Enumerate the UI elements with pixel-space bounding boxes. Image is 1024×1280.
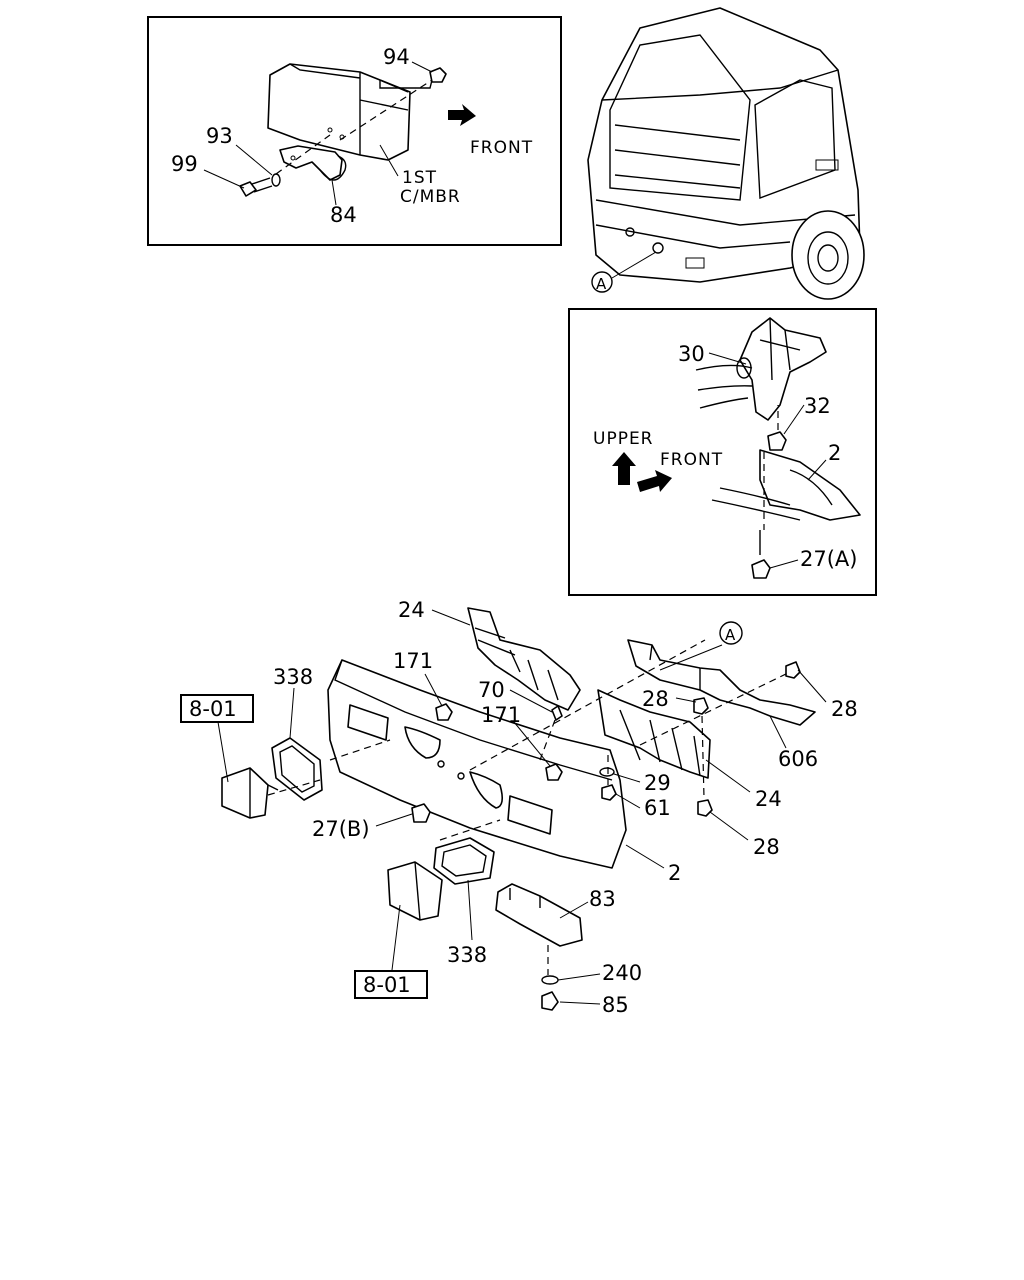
- ref-box-bottom: [354, 970, 428, 999]
- label-85: 85: [602, 993, 629, 1017]
- inset-mounting: 30 32 2 27(A) UPPER FRONT: [568, 308, 877, 596]
- label-94: 94: [383, 45, 410, 69]
- tow-hook-drawing: [279, 145, 347, 181]
- front-label: FRONT: [470, 138, 533, 158]
- lamp-top-drawing: [221, 767, 279, 819]
- cross-member-drawing: [267, 63, 433, 161]
- main-callout: A: [725, 626, 736, 644]
- gasket-338-bottom-drawing: [433, 837, 495, 885]
- label-338-b: 338: [447, 943, 487, 967]
- label-2-main: 2: [668, 861, 681, 885]
- label-27a: 27(A): [800, 547, 857, 571]
- bracket-24-top-drawing: [467, 607, 581, 711]
- label-84: 84: [330, 203, 357, 227]
- member-label-line1: 1ST: [402, 168, 437, 188]
- label-29: 29: [644, 771, 671, 795]
- label-27b: 27(B): [312, 817, 370, 841]
- label-24-b: 24: [755, 787, 782, 811]
- front-arrow-icon: [448, 104, 476, 126]
- inset-tow-hook: 94 93 99 84 FRONT 1ST C/MBR: [147, 16, 562, 246]
- label-61: 61: [644, 796, 671, 820]
- label-30: 30: [678, 342, 705, 366]
- label-606: 606: [778, 747, 818, 771]
- label-28-b: 28: [831, 697, 858, 721]
- lamp-bottom-drawing: [387, 861, 443, 921]
- front-arrow-icon: [637, 470, 672, 492]
- label-28-c: 28: [753, 835, 780, 859]
- bumper-end-drawing: [711, 449, 861, 521]
- label-338-top: 338: [273, 665, 313, 689]
- upper-arrow-icon: [612, 452, 636, 485]
- label-171-b: 171: [481, 703, 521, 727]
- ref-8-01-top: 8-01: [189, 697, 237, 721]
- label-83: 83: [589, 887, 616, 911]
- bumper-2-drawing: [327, 659, 627, 869]
- frame-606-drawing: [627, 639, 816, 726]
- ref-box-top: [180, 694, 254, 723]
- fasteners-drawing: [411, 661, 801, 1011]
- ref-8-01-bottom: 8-01: [363, 973, 411, 997]
- gasket-338-top-drawing: [271, 737, 323, 801]
- callout-circle-main: [719, 621, 743, 645]
- bolt-32-drawing: [767, 431, 787, 451]
- bolt-99-drawing: [239, 173, 281, 197]
- nut-94-drawing: [429, 67, 447, 83]
- label-99: 99: [171, 152, 198, 176]
- bracket-30-drawing: [695, 317, 827, 421]
- label-171-a: 171: [393, 649, 433, 673]
- plate-83-drawing: [495, 883, 583, 947]
- inset-frame: [147, 16, 562, 246]
- label-240: 240: [602, 961, 642, 985]
- label-24-top: 24: [398, 598, 425, 622]
- label-70: 70: [478, 678, 505, 702]
- bolt-27a-drawing: [751, 530, 771, 579]
- main-exploded-view: A 24 171 70 171 338 8-01 28 28 606 29 61…: [180, 598, 858, 1017]
- member-label-line2: C/MBR: [400, 187, 461, 207]
- front-label-right: FRONT: [660, 450, 723, 470]
- label-2: 2: [828, 441, 841, 465]
- label-32: 32: [804, 394, 831, 418]
- truck-view: A: [587, 7, 865, 300]
- label-93: 93: [206, 124, 233, 148]
- label-28-a: 28: [642, 687, 669, 711]
- bracket-24-right-drawing: [597, 689, 711, 779]
- upper-label: UPPER: [593, 429, 654, 449]
- inset-frame-right: [568, 308, 877, 596]
- callout-circle: [591, 271, 613, 293]
- truck-callout: A: [596, 275, 607, 293]
